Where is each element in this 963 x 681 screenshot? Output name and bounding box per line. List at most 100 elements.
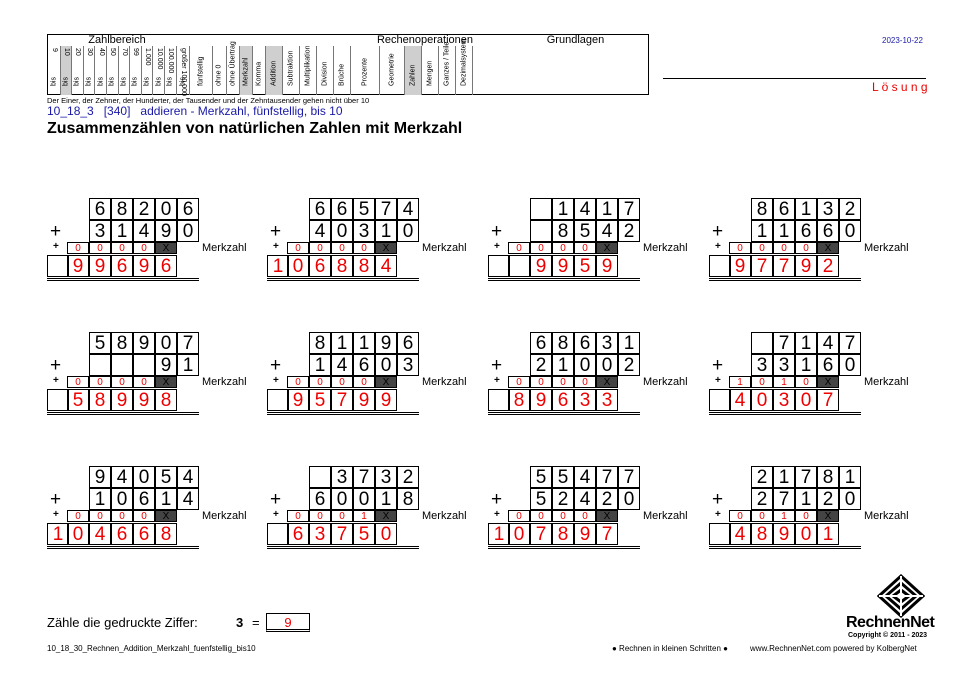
result-digit[interactable]: 5 [309, 389, 331, 411]
result-digit[interactable]: 0 [795, 389, 817, 411]
result-digit[interactable]: 0 [751, 389, 773, 411]
result-digit[interactable]: 0 [795, 523, 817, 545]
carry-digit[interactable]: 1 [353, 510, 375, 522]
result-digit[interactable]: 3 [773, 389, 795, 411]
carry-digit[interactable]: 0 [729, 510, 751, 522]
carry-digit[interactable]: 0 [795, 376, 817, 388]
result-digit[interactable]: 6 [287, 523, 309, 545]
result-digit[interactable]: 4 [729, 389, 751, 411]
result-digit[interactable]: 6 [552, 389, 574, 411]
carry-digit[interactable]: 0 [508, 510, 530, 522]
carry-digit[interactable]: 0 [574, 510, 596, 522]
carry-digit[interactable]: 0 [309, 376, 331, 388]
result-digit[interactable]: 8 [751, 523, 773, 545]
carry-digit[interactable]: 0 [67, 376, 89, 388]
carry-digit[interactable]: 0 [574, 376, 596, 388]
result-digit[interactable]: 6 [111, 255, 133, 277]
result-digit[interactable]: 1 [47, 523, 69, 545]
result-digit[interactable]: 8 [552, 523, 574, 545]
result-digit[interactable]: 6 [111, 523, 133, 545]
result-digit[interactable]: 0 [287, 255, 309, 277]
result-digit[interactable]: 9 [552, 255, 574, 277]
result-digit[interactable]: 9 [89, 255, 111, 277]
result-digit[interactable] [709, 523, 731, 545]
carry-digit[interactable]: 0 [67, 510, 89, 522]
result-digit[interactable]: 3 [309, 523, 331, 545]
result-digit[interactable]: 5 [353, 523, 375, 545]
carry-digit[interactable]: 0 [530, 242, 552, 254]
carry-digit[interactable]: 0 [574, 242, 596, 254]
carry-digit[interactable]: 0 [353, 376, 375, 388]
result-digit[interactable]: 7 [773, 255, 795, 277]
result-digit[interactable]: 9 [530, 389, 552, 411]
result-digit[interactable]: 1 [488, 523, 510, 545]
result-digit[interactable]: 9 [795, 255, 817, 277]
carry-digit[interactable]: 0 [89, 376, 111, 388]
carry-digit[interactable]: 0 [309, 510, 331, 522]
result-digit[interactable]: 1 [267, 255, 289, 277]
result-digit[interactable]: 9 [574, 523, 596, 545]
website-link[interactable]: www.RechnenNet.com powered by KolbergNet [750, 644, 917, 653]
carry-digit[interactable]: 0 [331, 510, 353, 522]
carry-digit[interactable]: 1 [773, 376, 795, 388]
result-digit[interactable]: 9 [375, 389, 397, 411]
result-digit[interactable]: 9 [133, 255, 155, 277]
carry-digit[interactable]: 0 [133, 376, 155, 388]
result-digit[interactable]: 5 [67, 389, 89, 411]
result-digit[interactable]: 6 [309, 255, 331, 277]
carry-digit[interactable]: 0 [795, 242, 817, 254]
carry-digit[interactable]: 0 [111, 242, 133, 254]
carry-digit[interactable]: 0 [751, 510, 773, 522]
carry-digit[interactable]: 0 [309, 242, 331, 254]
carry-digit[interactable]: 0 [552, 376, 574, 388]
result-digit[interactable] [267, 523, 289, 545]
result-digit[interactable] [709, 255, 731, 277]
result-digit[interactable]: 9 [353, 389, 375, 411]
result-digit[interactable]: 8 [353, 255, 375, 277]
result-digit[interactable]: 7 [530, 523, 552, 545]
carry-digit[interactable]: 0 [751, 242, 773, 254]
result-digit[interactable] [47, 255, 69, 277]
carry-digit[interactable]: 0 [111, 376, 133, 388]
result-digit[interactable]: 8 [89, 389, 111, 411]
carry-digit[interactable]: 0 [89, 242, 111, 254]
carry-digit[interactable]: 0 [508, 376, 530, 388]
carry-digit[interactable]: 0 [133, 510, 155, 522]
result-digit[interactable]: 9 [133, 389, 155, 411]
result-digit[interactable]: 9 [773, 523, 795, 545]
result-digit[interactable]: 7 [751, 255, 773, 277]
result-digit[interactable]: 7 [596, 523, 618, 545]
carry-digit[interactable]: 0 [552, 242, 574, 254]
result-digit[interactable]: 3 [574, 389, 596, 411]
carry-digit[interactable]: 0 [729, 242, 751, 254]
carry-digit[interactable]: 0 [287, 510, 309, 522]
result-digit[interactable]: 0 [375, 523, 397, 545]
result-digit[interactable]: 8 [155, 523, 177, 545]
result-digit[interactable]: 7 [331, 389, 353, 411]
result-digit[interactable] [488, 255, 510, 277]
result-digit[interactable]: 5 [574, 255, 596, 277]
result-digit[interactable]: 9 [530, 255, 552, 277]
carry-digit[interactable]: 0 [773, 242, 795, 254]
result-digit[interactable]: 9 [67, 255, 89, 277]
carry-digit[interactable]: 0 [111, 510, 133, 522]
result-digit[interactable]: 9 [729, 255, 751, 277]
result-digit[interactable]: 4 [375, 255, 397, 277]
result-digit[interactable]: 8 [331, 255, 353, 277]
result-digit[interactable]: 6 [133, 523, 155, 545]
carry-digit[interactable]: 1 [729, 376, 751, 388]
result-digit[interactable]: 4 [89, 523, 111, 545]
carry-digit[interactable]: 0 [67, 242, 89, 254]
carry-digit[interactable]: 0 [331, 242, 353, 254]
result-digit[interactable] [47, 389, 69, 411]
result-digit[interactable] [488, 389, 510, 411]
carry-digit[interactable]: 0 [552, 510, 574, 522]
carry-digit[interactable]: 0 [89, 510, 111, 522]
result-digit[interactable]: 9 [287, 389, 309, 411]
carry-digit[interactable]: 0 [751, 376, 773, 388]
carry-digit[interactable]: 0 [530, 376, 552, 388]
result-digit[interactable] [709, 389, 731, 411]
result-digit[interactable]: 0 [508, 523, 530, 545]
carry-digit[interactable]: 0 [353, 242, 375, 254]
result-digit[interactable]: 7 [331, 523, 353, 545]
